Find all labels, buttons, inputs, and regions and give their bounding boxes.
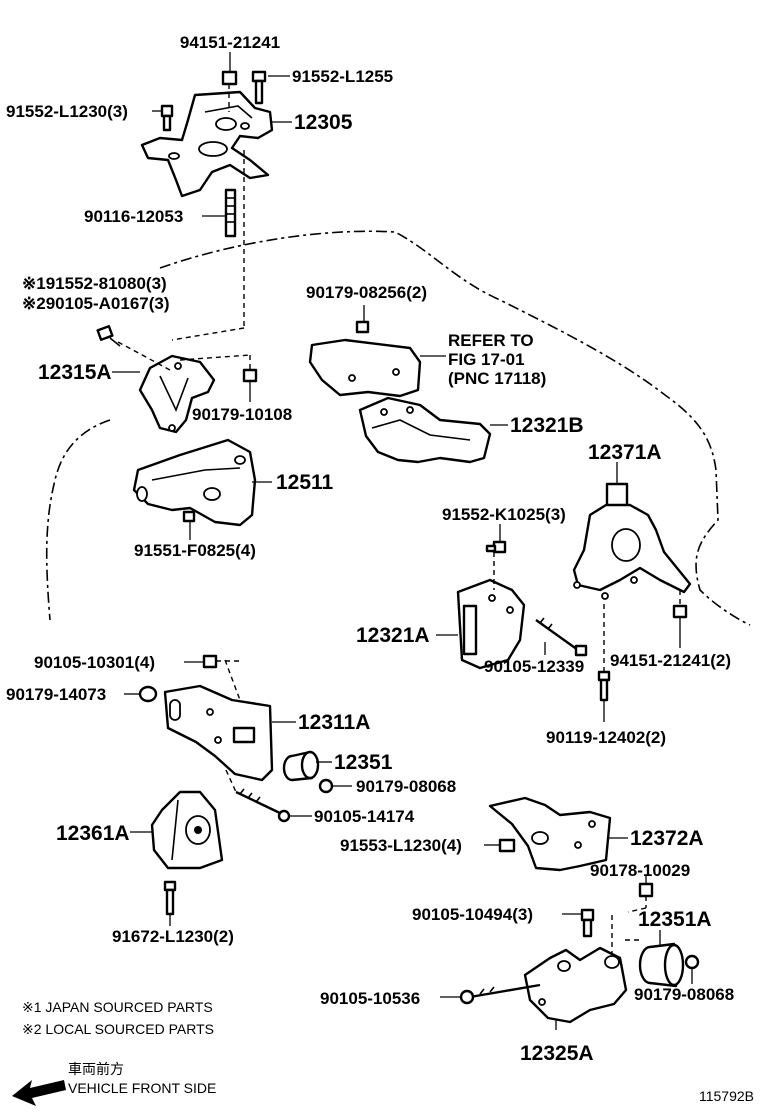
nut-90179-14073 (138, 685, 158, 703)
refer-line-2: FIG 17-01 (448, 350, 525, 369)
direction-label-en: VEHICLE FRONT SIDE (68, 1080, 216, 1096)
part-label-91552-L1255: 91552-L1255 (292, 67, 393, 86)
mount-12371A (572, 482, 692, 600)
part-label-12351: 12351 (334, 751, 393, 774)
bracket-12325A (523, 915, 640, 1024)
part-label-91552-K1025: 91552-K1025(3) (442, 505, 566, 524)
nut-90179-10108 (242, 368, 258, 383)
nut-94151-21241-top (221, 70, 238, 112)
footnote-local-sourced: ※2 LOCAL SOURCED PARTS (22, 1021, 214, 1037)
part-label-12325A: 12325A (520, 1042, 594, 1065)
part-label-12361A: 12361A (56, 822, 130, 845)
bracket-12511 (132, 438, 257, 527)
part-label-94151-21241: 94151-21241 (180, 33, 280, 52)
bracket-12372A (488, 796, 612, 872)
part-label-90178-10029: 90178-10029 (590, 861, 690, 880)
bolt-90119-12402 (597, 604, 611, 702)
part-label-90119-12402: 90119-12402(2) (546, 728, 666, 747)
figure-code: 115792B (699, 1088, 754, 1104)
direction-label-jp: 車両前方 (68, 1061, 124, 1077)
part-label-12305: 12305 (294, 111, 353, 134)
bolt-91552-81080 (96, 325, 121, 347)
bolt-91553-L1230 (498, 838, 516, 853)
part-label-91672-L1230: 91672-L1230(2) (112, 927, 234, 946)
refer-line-3: (PNC 17118) (448, 369, 546, 388)
refer-line-1: REFER TO (448, 331, 534, 350)
mount-12361A (150, 790, 224, 870)
bolt-91672-L1230 (163, 880, 177, 916)
part-label-94151-21241-2: 94151-21241(2) (610, 651, 731, 670)
footnote-japan-sourced: ※1 JAPAN SOURCED PARTS (22, 999, 213, 1015)
stud-90116-12053 (171, 150, 245, 341)
part-label-91553-L1230: 91553-L1230(4) (340, 836, 462, 855)
part-label-12311A: 12311A (298, 711, 370, 734)
bolt-90105-10301 (202, 654, 240, 669)
part-label-90179-08256: 90179-08256(2) (306, 283, 427, 302)
part-label-12511: 12511 (276, 471, 334, 494)
vehicle-front-arrow-icon (12, 1080, 66, 1106)
bolt-90105-14174 (225, 769, 291, 823)
nut-90179-08068-b (684, 954, 700, 970)
part-label-12321B: 12321B (510, 414, 584, 437)
bolt-90105-12339 (535, 617, 588, 657)
part-label-90116-12053: 90116-12053 (84, 207, 183, 226)
part-label-90105-10301: 90105-10301(4) (34, 653, 155, 672)
damper-12351 (282, 750, 320, 782)
part-label-90105-10536: 90105-10536 (320, 989, 420, 1008)
part-label-90105-A0167: ※290105-A0167(3) (22, 294, 170, 313)
refer-plate-17-01 (308, 320, 422, 398)
part-label-12372A: 12372A (630, 827, 704, 850)
part-label-12315A: 12315A (38, 361, 112, 384)
bolt-90105-10494 (580, 908, 595, 938)
leader-lines (112, 52, 693, 1030)
part-label-12351A: 12351A (638, 908, 712, 931)
part-label-90105-12339: 90105-12339 (484, 657, 584, 676)
nut-94151-21241-lower (672, 590, 688, 619)
part-label-91552-81080: ※191552-81080(3) (22, 274, 167, 293)
part-label-91551-F0825: 91551-F0825(4) (134, 541, 256, 560)
part-label-90179-14073: 90179-14073 (6, 685, 106, 704)
mount-bracket-12305 (140, 90, 274, 198)
bracket-12315A (117, 341, 251, 434)
nut-90179-08068-a (318, 778, 334, 794)
damper-12351A (638, 942, 685, 988)
bolt-91552-L1255 (251, 70, 267, 105)
bolt-91552-L1230 (160, 104, 174, 132)
bracket-12321A (456, 552, 526, 670)
part-label-90105-14174: 90105-14174 (314, 807, 415, 826)
engine-outline-left (45, 419, 111, 621)
part-label-90179-08068-2: 90179-08068 (634, 985, 734, 1004)
part-label-12321A: 12321A (356, 624, 430, 647)
bolt-91552-K1025 (485, 540, 507, 554)
part-label-91552-L1230: 91552-L1230(3) (6, 102, 128, 121)
bracket-12321B (358, 396, 492, 464)
part-label-12371A: 12371A (588, 441, 662, 464)
part-label-90105-10494: 90105-10494(3) (412, 905, 533, 924)
part-label-90179-08068: 90179-08068 (356, 777, 456, 796)
bracket-12311A (163, 659, 274, 782)
part-label-90179-10108: 90179-10108 (192, 405, 292, 424)
engine-outline (159, 230, 751, 626)
